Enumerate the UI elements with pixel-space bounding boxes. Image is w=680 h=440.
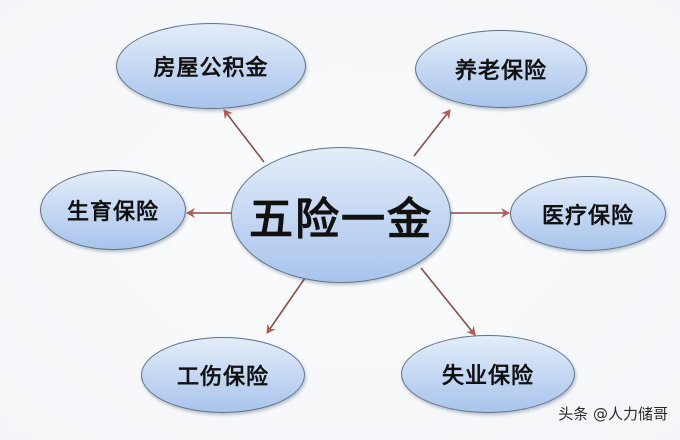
arrow-to-unemployment	[420, 267, 476, 336]
node-label: 失业保险	[441, 364, 534, 389]
arrow-to-work-injury	[266, 277, 306, 334]
node-medical: 医疗保险	[510, 176, 666, 251]
node-label: 房屋公积金	[153, 56, 269, 81]
node-center: 五险一金	[231, 147, 451, 283]
watermark: 头条 @人力储哥	[558, 405, 668, 423]
node-pension: 养老保险	[415, 30, 587, 108]
node-maternity: 生育保险	[40, 170, 186, 250]
node-label: 工伤保险	[176, 365, 269, 390]
node-work-injury: 工伤保险	[141, 337, 305, 413]
node-unemployment: 失业保险	[401, 335, 575, 413]
arrow-to-housing-fund	[223, 109, 265, 163]
node-label: 生育保险	[66, 200, 159, 225]
node-label: 养老保险	[454, 59, 547, 84]
node-housing-fund: 房屋公积金	[116, 23, 306, 109]
node-label: 医疗保险	[541, 203, 634, 229]
center-label: 五险一金	[249, 194, 433, 245]
arrow-to-pension	[413, 109, 451, 157]
